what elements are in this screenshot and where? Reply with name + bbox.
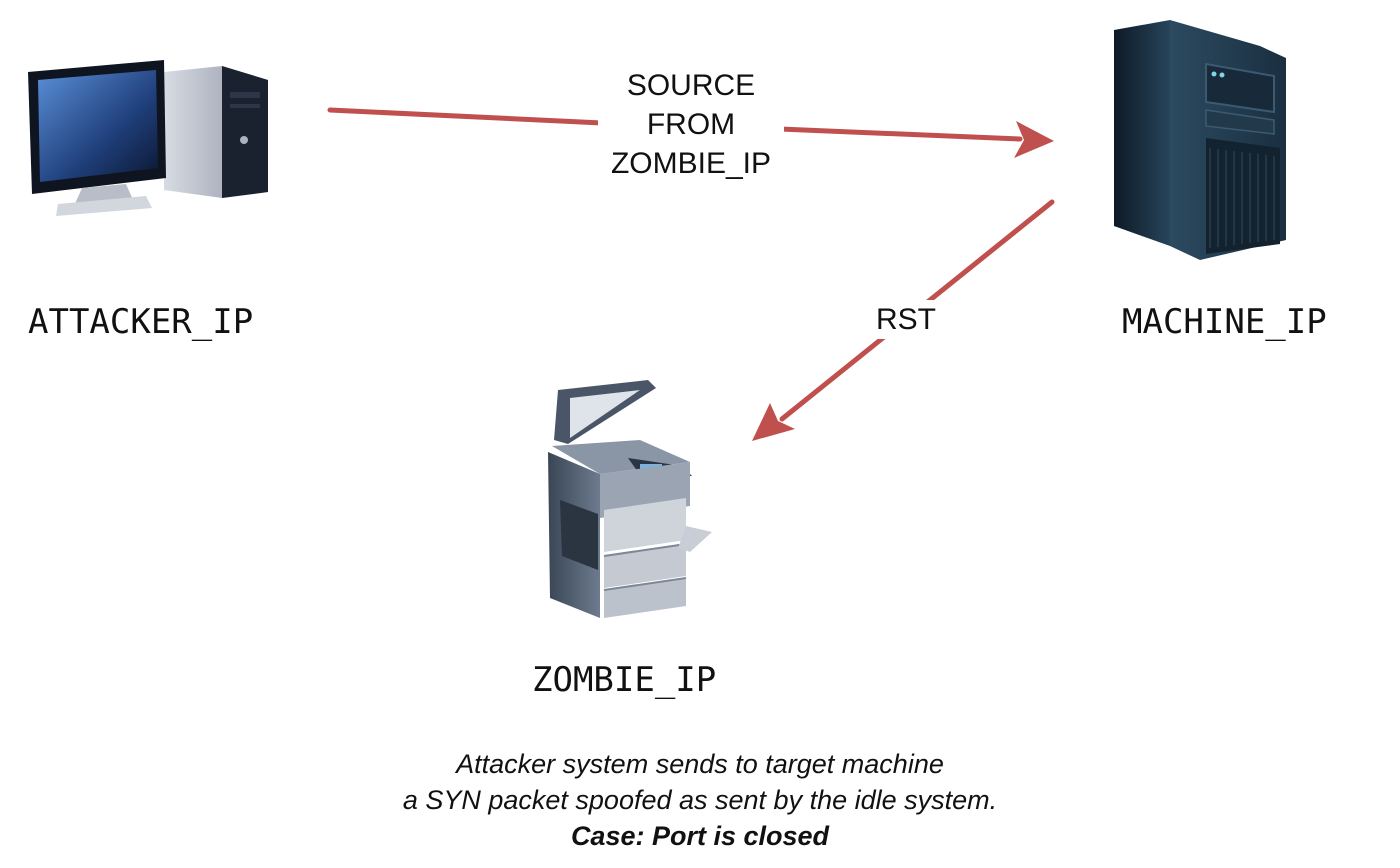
desktop-computer-icon xyxy=(28,60,268,216)
caption-case: Case: Port is closed xyxy=(570,821,830,851)
spoofed-edge-label: SOURCE FROM ZOMBIE_IP xyxy=(598,66,784,183)
spoofed-edge-label-line-2: FROM xyxy=(646,108,736,141)
spoofed-edge-label-line-3: ZOMBIE_IP xyxy=(610,147,772,180)
arrow-spoofed-head xyxy=(1014,121,1054,158)
printer-icon xyxy=(548,380,712,618)
arrow-spoofed-segment-left xyxy=(327,107,605,126)
zombie-ip-label: ZOMBIE_IP xyxy=(532,660,717,700)
server-tower-icon xyxy=(1114,20,1286,260)
rst-edge-label: RST xyxy=(866,300,946,339)
machine-ip-label: MACHINE_IP xyxy=(1122,302,1327,342)
attacker-ip-label: ATTACKER_IP xyxy=(28,302,254,342)
arrow-rst-head xyxy=(752,403,795,441)
spoofed-edge-label-line-1: SOURCE xyxy=(626,69,756,102)
caption-line-2: a SYN packet spoofed as sent by the idle… xyxy=(402,785,998,815)
caption: Attacker system sends to target machine … xyxy=(0,746,1400,854)
arrow-spoofed-syn xyxy=(327,107,1054,158)
caption-line-1: Attacker system sends to target machine xyxy=(456,749,944,779)
arrow-spoofed-segment-right xyxy=(777,126,1023,142)
